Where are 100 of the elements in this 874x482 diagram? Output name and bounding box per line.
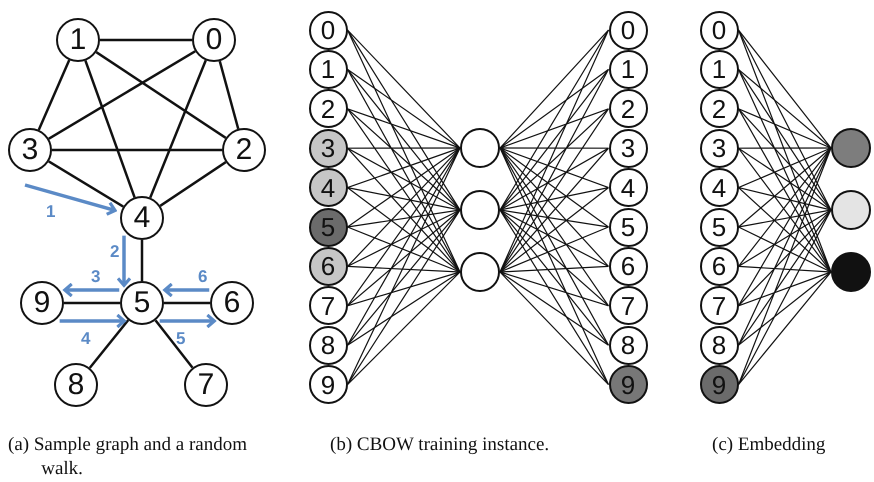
edge-label: 2 bbox=[110, 243, 120, 260]
edge-line bbox=[738, 147, 831, 149]
edge-line bbox=[347, 209, 460, 228]
edge-line bbox=[738, 30, 832, 210]
edge-line bbox=[500, 272, 609, 386]
edge-line bbox=[164, 302, 210, 304]
node-circle: 2 bbox=[608, 89, 648, 128]
node-circle: 7 bbox=[184, 363, 228, 407]
edge-line bbox=[499, 30, 610, 272]
edge-line bbox=[38, 60, 70, 130]
edge-label: 6 bbox=[198, 268, 208, 285]
edge-label: 3 bbox=[91, 268, 100, 285]
edge-line bbox=[140, 240, 144, 281]
edge-line bbox=[500, 68, 609, 148]
edge-line bbox=[347, 272, 460, 386]
edge-line bbox=[347, 187, 460, 272]
node-circle: 6 bbox=[308, 246, 348, 286]
node-circle: 0 bbox=[608, 10, 648, 50]
edge-line bbox=[738, 108, 832, 210]
node-circle: 7 bbox=[700, 286, 738, 326]
edge-line bbox=[738, 69, 832, 210]
edge-line bbox=[346, 148, 461, 346]
edge-line bbox=[52, 148, 222, 152]
node-circle: 5 bbox=[120, 281, 164, 325]
edge-line bbox=[738, 272, 832, 346]
edge-line bbox=[500, 266, 609, 273]
edge-line bbox=[48, 50, 196, 140]
edge-line bbox=[738, 187, 832, 272]
edge-line bbox=[500, 209, 609, 267]
edge-line bbox=[738, 271, 832, 306]
node-circle: 1 bbox=[608, 50, 648, 89]
node-circle: 8 bbox=[700, 326, 738, 365]
edge-line bbox=[347, 69, 460, 210]
edge-line bbox=[347, 30, 460, 210]
edge-line bbox=[347, 210, 460, 385]
edge-line bbox=[738, 108, 832, 149]
edge-line bbox=[347, 68, 460, 148]
node-circle: 1 bbox=[56, 18, 100, 62]
edge-line bbox=[738, 209, 832, 228]
edge-line bbox=[88, 319, 130, 369]
circle-node bbox=[460, 252, 500, 292]
edge-line bbox=[346, 148, 461, 385]
edge-line bbox=[100, 38, 192, 42]
circle-node bbox=[460, 128, 500, 168]
edge-line bbox=[347, 210, 460, 306]
figure-caption: (c) Embedding bbox=[712, 433, 826, 457]
edge-line bbox=[346, 30, 461, 272]
walk-arrow bbox=[116, 236, 132, 287]
node-circle: 3 bbox=[700, 128, 738, 168]
node-circle: 8 bbox=[608, 326, 648, 365]
node-circle: 2 bbox=[222, 128, 266, 172]
edge-line bbox=[738, 147, 832, 188]
walk-arrow bbox=[163, 282, 210, 298]
figure-caption: (b) CBOW training instance. bbox=[330, 433, 550, 457]
node-circle: 9 bbox=[700, 365, 738, 404]
edge-line bbox=[738, 30, 832, 272]
node-circle: 3 bbox=[8, 128, 52, 172]
edge-line bbox=[499, 210, 610, 385]
edge-line bbox=[347, 147, 460, 188]
node-circle: 1 bbox=[700, 50, 738, 89]
edge-line bbox=[738, 266, 832, 273]
node-circle: 6 bbox=[608, 246, 648, 286]
edge-line bbox=[738, 210, 832, 346]
edge-line bbox=[500, 69, 609, 210]
edge-line bbox=[499, 148, 610, 346]
edge-line bbox=[160, 161, 226, 207]
node-circle: 0 bbox=[192, 18, 236, 62]
node-circle: 3 bbox=[308, 128, 348, 168]
walk-arrow bbox=[63, 282, 120, 298]
node-circle: 2 bbox=[308, 89, 348, 128]
edge-line bbox=[347, 30, 460, 148]
node-circle: 2 bbox=[700, 89, 738, 128]
edge-line bbox=[347, 271, 460, 306]
edge-line bbox=[499, 30, 610, 210]
edge-line bbox=[500, 209, 609, 228]
edge-line bbox=[500, 187, 609, 211]
node-circle: 6 bbox=[210, 281, 254, 325]
circle-node bbox=[831, 190, 871, 230]
edge-line bbox=[347, 210, 460, 346]
edge-line bbox=[500, 30, 609, 148]
edge-line bbox=[499, 69, 610, 272]
edge-line bbox=[500, 108, 609, 210]
edge-line bbox=[738, 210, 832, 306]
edge-line bbox=[738, 187, 832, 211]
edge-line bbox=[347, 226, 460, 273]
node-circle: 8 bbox=[308, 326, 348, 365]
node-circle: 5 bbox=[700, 208, 738, 246]
edge-line bbox=[48, 160, 124, 208]
edge-line bbox=[500, 187, 609, 272]
walk-arrow bbox=[60, 313, 126, 329]
edge-line bbox=[499, 148, 610, 385]
edge-label: 5 bbox=[176, 330, 186, 347]
edge-label: 4 bbox=[81, 330, 90, 347]
node-circle: 5 bbox=[308, 208, 348, 246]
node-circle: 7 bbox=[608, 286, 648, 326]
edge-line bbox=[738, 272, 832, 385]
edge-line bbox=[738, 148, 832, 228]
edge-line bbox=[347, 187, 460, 211]
edge-line bbox=[64, 302, 120, 304]
node-circle: 0 bbox=[700, 10, 738, 50]
